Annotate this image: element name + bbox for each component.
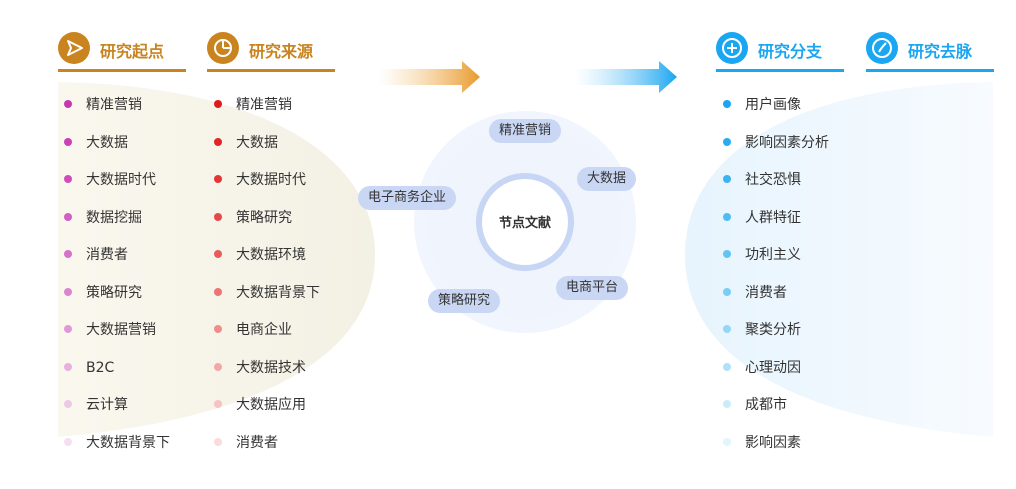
- research-start-list: 精准营销大数据大数据时代数据挖掘消费者策略研究大数据营销 B2C 云计算大数据背景下: [64, 95, 204, 455]
- bullet-dot: [723, 212, 731, 221]
- source-list-item-label: 消费者: [236, 434, 278, 451]
- bullet-dot: [214, 137, 222, 146]
- branch-list-item-label: 影响因素分析: [745, 134, 829, 151]
- pill-precision-marketing[interactable]: 精准营销: [489, 119, 562, 143]
- orange-arrow: [378, 61, 480, 93]
- bullet-dot: [64, 287, 72, 296]
- header-underline: [716, 69, 844, 72]
- bullet-dot: [64, 250, 72, 258]
- pie-chart-icon: [207, 32, 239, 64]
- branch-list-item-label: 消费者: [745, 284, 787, 301]
- bullet-dot: [64, 100, 72, 108]
- source-list-item-label: 策略研究: [236, 209, 292, 226]
- header-title: 研究去脉: [908, 42, 973, 61]
- source-list-item-label: 大数据时代: [236, 172, 306, 188]
- bullet-dot: [214, 437, 222, 446]
- branch-list-item-label: 聚类分析: [745, 322, 801, 338]
- bullet-dot: [723, 100, 731, 108]
- branch-list-item-label: 成都市: [745, 397, 787, 413]
- research-branch-list: 用户画像影响因素分析社交恐惧人群特征功利主义消费者聚类分析心理动因成都市影响因素: [723, 95, 873, 455]
- left-fan-shape: [58, 82, 375, 437]
- plus-circle-icon: [716, 32, 748, 64]
- header-research-branch: 研究分支: [716, 32, 844, 72]
- header-research-source: 研究来源: [207, 32, 335, 72]
- center-node: [476, 173, 574, 271]
- header-research-trend: 研究去脉: [866, 32, 994, 72]
- branch-list-item-label: 社交恐惧: [745, 172, 801, 188]
- bullet-dot: [723, 325, 731, 333]
- bullet-dot: [214, 362, 222, 371]
- start-list-item-label: B2C: [86, 359, 115, 376]
- bullet-dot: [64, 212, 72, 221]
- start-list-item-label: 大数据: [86, 134, 128, 151]
- bullet-dot: [723, 250, 731, 258]
- bullet-dot: [723, 362, 731, 371]
- header-underline: [207, 69, 335, 72]
- bullet-dot: [214, 212, 222, 221]
- branch-list-item-label: 功利主义: [745, 247, 801, 263]
- start-list-item-label: 精准营销: [86, 97, 142, 113]
- header-underline: [866, 69, 994, 72]
- header-title: 研究分支: [758, 42, 823, 61]
- bullet-dot: [723, 137, 731, 146]
- send-icon: [58, 32, 90, 64]
- bullet-dot: [214, 175, 222, 183]
- branch-list-item-label: 影响因素: [745, 434, 801, 451]
- source-list-item-label: 大数据技术: [236, 359, 306, 376]
- trend-circle-icon: [866, 32, 898, 64]
- source-list-item-label: 精准营销: [236, 97, 292, 113]
- bullet-dot: [723, 175, 731, 183]
- bullet-dot: [214, 400, 222, 408]
- right-fan-shape: [685, 82, 993, 437]
- header-title: 研究来源: [249, 42, 314, 61]
- research-source-list: 精准营销大数据大数据时代策略研究大数据环境大数据背景下电商企业大数据技术大数据应…: [214, 95, 354, 455]
- pill-big-data[interactable]: 大数据: [577, 167, 637, 191]
- source-list-item-label: 电商企业: [236, 322, 292, 338]
- bullet-dot: [64, 362, 72, 371]
- header-research-start: 研究起点: [58, 32, 186, 72]
- branch-list-item-label: 用户画像: [745, 97, 801, 113]
- bullet-dot: [64, 175, 72, 183]
- bullet-dot: [214, 100, 222, 108]
- bullet-dot: [214, 250, 222, 258]
- bullet-dot: [723, 400, 731, 408]
- branch-list-item-label: 人群特征: [745, 209, 801, 226]
- blue-arrow: [575, 61, 677, 93]
- bullet-dot: [64, 400, 72, 408]
- header-underline: [58, 69, 186, 72]
- header-title: 研究起点: [100, 42, 165, 61]
- start-list-item-label: 消费者: [86, 247, 128, 263]
- pill-ecommerce-enterprise[interactable]: 电子商务企业: [358, 186, 457, 210]
- bullet-dot: [214, 325, 222, 333]
- bullet-dot: [214, 287, 222, 296]
- start-list-item-label: 大数据营销: [86, 322, 156, 338]
- pill-ecommerce-platform[interactable]: 电商平台: [556, 276, 629, 300]
- source-list-item-label: 大数据: [236, 134, 278, 151]
- branch-list-item-label: 心理动因: [745, 359, 801, 376]
- bullet-dot: [723, 437, 731, 446]
- start-list-item-label: 策略研究: [86, 284, 142, 301]
- start-list-item-label: 大数据背景下: [86, 434, 170, 451]
- source-list-item-label: 大数据背景下: [236, 284, 320, 301]
- start-list-item-label: 数据挖掘: [86, 209, 142, 226]
- center-node-label: 节点文献: [498, 216, 551, 231]
- pill-strategy-research[interactable]: 策略研究: [428, 289, 501, 313]
- bullet-dot: [64, 137, 72, 146]
- bullet-dot: [64, 325, 72, 333]
- source-list-item-label: 大数据环境: [236, 247, 306, 263]
- start-list-item-label: 云计算: [86, 397, 128, 413]
- bullet-dot: [64, 437, 72, 446]
- start-list-item-label: 大数据时代: [86, 172, 156, 188]
- bullet-dot: [723, 287, 731, 296]
- source-list-item-label: 大数据应用: [236, 397, 306, 413]
